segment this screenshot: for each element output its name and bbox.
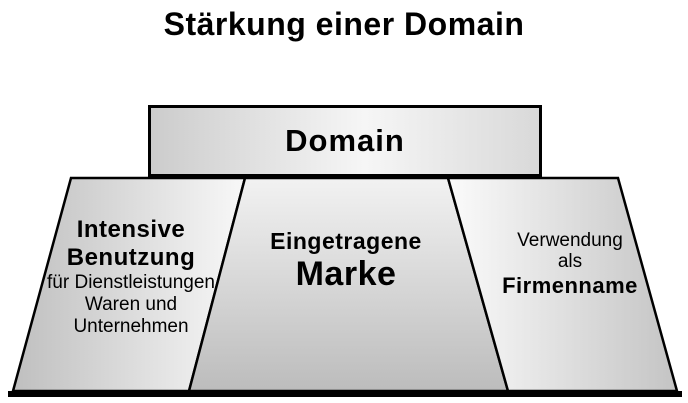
pillar-right-text: Verwendung als Firmenname [478, 230, 662, 299]
pillar-left-line2: Benutzung [66, 244, 196, 271]
diagram-title: Stärkung einer Domain [163, 6, 525, 42]
pillar-left-line5: Unternehmen [73, 316, 189, 337]
domain-box: Domain [148, 105, 542, 177]
pillar-center-line1: Eingetragene [270, 228, 422, 254]
pillar-left-line4: Waren und [84, 294, 178, 315]
pillar-center-text: Eingetragene Marke [246, 228, 446, 294]
pillar-left-line3: für Dienstleistungen [47, 272, 215, 293]
pillar-left-text: Intensive Benutzung für Dienstleistungen… [31, 216, 231, 338]
domain-label: Domain [285, 123, 405, 158]
pillar-left-line1: Intensive [76, 216, 186, 243]
pillar-center-line2: Marke [295, 255, 397, 293]
base-bar [8, 391, 682, 397]
pillar-right-line2: als [557, 251, 583, 272]
pillar-right-line3: Firmenname [502, 273, 638, 298]
pillar-right-line1: Verwendung [517, 230, 623, 251]
